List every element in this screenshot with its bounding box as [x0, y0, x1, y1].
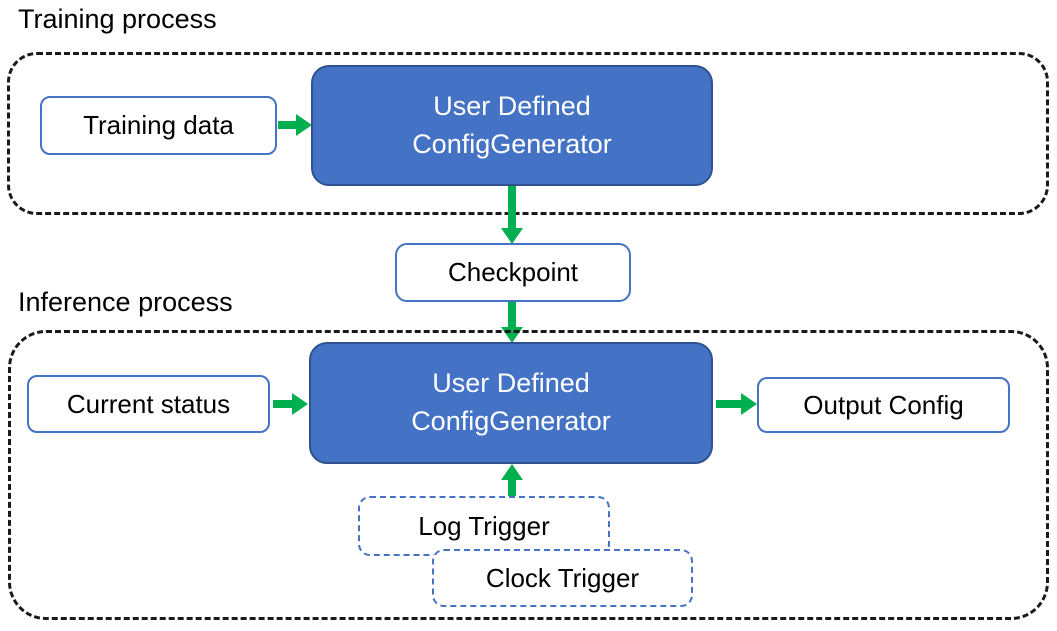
current-status-label: Current status — [66, 388, 231, 419]
arrow-shaft — [508, 302, 516, 328]
training-config-generator-box: User Defined ConfigGenerator — [311, 65, 713, 186]
arrow-shaft — [716, 400, 742, 408]
log-trigger-box: Log Trigger — [358, 496, 610, 556]
generator-line1: User Defined — [432, 368, 590, 399]
training-process-container — [7, 52, 1049, 215]
arrow-head-right-icon — [296, 114, 312, 136]
output-config-box: Output Config — [757, 377, 1010, 433]
training-process-label: Training process — [18, 4, 217, 34]
output-config-label: Output Config — [803, 389, 964, 420]
inference-process-container — [8, 330, 1049, 620]
arrow-shaft — [273, 400, 293, 408]
generator-line1: User Defined — [433, 90, 591, 121]
training-data-box: Training data — [40, 96, 277, 155]
checkpoint-label: Checkpoint — [447, 257, 579, 287]
inference-process-label: Inference process — [18, 287, 233, 317]
arrow-shaft — [508, 186, 516, 229]
current-status-box: Current status — [27, 375, 270, 433]
generator-line2: ConfigGenerator — [412, 128, 612, 159]
arrow-head-up-icon — [501, 464, 523, 480]
arrow-head-down-icon — [501, 228, 523, 244]
clock-trigger-box: Clock Trigger — [432, 549, 693, 607]
arrow-head-right-icon — [292, 393, 308, 415]
log-trigger-label: Log Trigger — [418, 510, 550, 541]
arrow-shaft — [508, 479, 516, 497]
arrow-head-right-icon — [741, 393, 757, 415]
clock-trigger-label: Clock Trigger — [485, 562, 640, 593]
inference-config-generator-box: User Defined ConfigGenerator — [309, 342, 713, 464]
arrow-shaft — [278, 121, 297, 129]
checkpoint-box: Checkpoint — [395, 243, 631, 302]
generator-line2: ConfigGenerator — [411, 406, 611, 436]
training-data-label: Training data — [83, 110, 234, 140]
